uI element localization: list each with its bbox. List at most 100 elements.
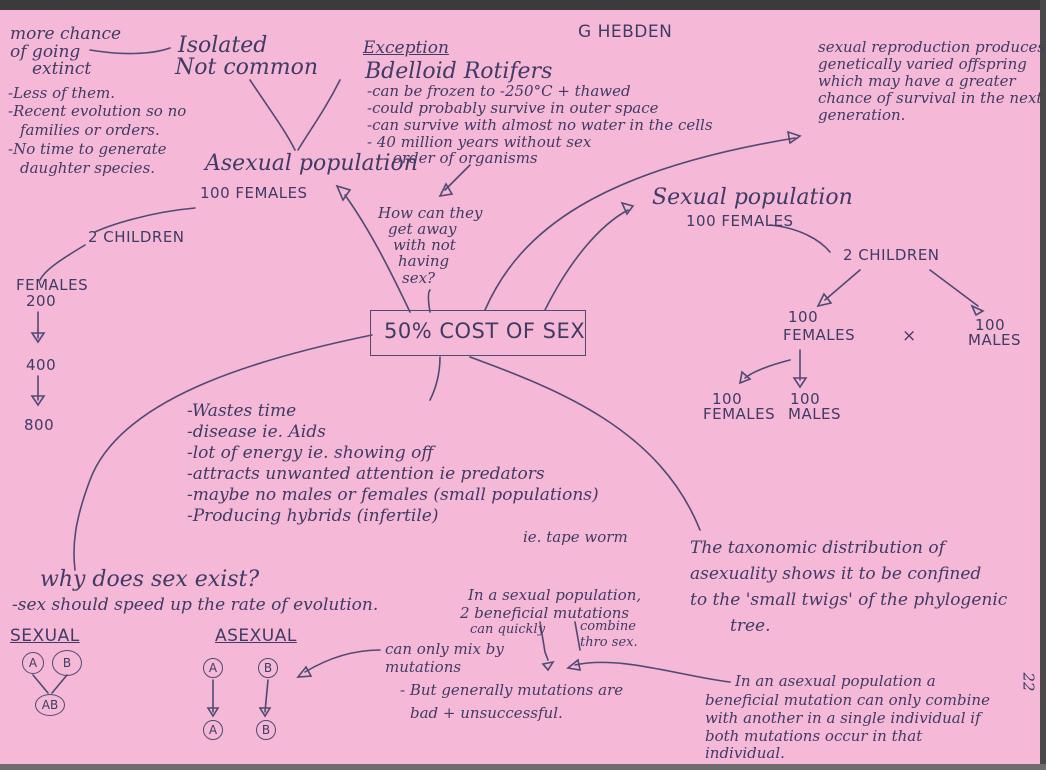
sexual-2-children: 2 CHILDREN: [843, 246, 940, 264]
extinct-reason-4: -No time to generate: [8, 140, 167, 158]
rotifers-name: Bdelloid Rotifers: [365, 59, 553, 84]
asexual-mix-line-3: - But generally mutations are: [400, 681, 624, 699]
asexual-diagram-label: ASEXUAL: [215, 626, 297, 646]
asexual-b-down: [264, 679, 269, 713]
asexual-2-children: 2 CHILDREN: [88, 228, 185, 246]
bracket-combine: [539, 621, 549, 661]
connector-center-question: [427, 289, 431, 313]
sexual-diagram-label: SEXUAL: [10, 626, 80, 646]
sexual-b-to-ab: [51, 674, 68, 694]
why-sex-question: why does sex exist?: [40, 567, 260, 592]
connector-extinct-isolated: [89, 47, 171, 55]
asexual-allele-b-bottom: B: [256, 720, 276, 740]
card-bottom-edge: [0, 764, 1046, 770]
asexual-allele-a-top: A: [203, 658, 223, 678]
extinct-reason-2: -Recent evolution so no: [8, 102, 187, 120]
connector-isolated-asexual: [249, 79, 296, 151]
f2-males-100: 100: [790, 390, 821, 408]
connector-mix-asexual: [304, 649, 381, 673]
rotifer-point-5: - order of organisms: [383, 149, 538, 167]
sexual-combine-line-2: 2 beneficial mutations: [460, 604, 630, 622]
sexual-combine-thro-sex: thro sex.: [580, 635, 638, 650]
sexual-allele-a: A: [22, 652, 44, 674]
arrowhead-asexual-combine: [566, 658, 582, 671]
connector-center-asexual: [344, 194, 411, 313]
cost-item-3: -lot of energy ie. showing off: [187, 443, 434, 463]
why-sex-answer: -sex should speed up the rate of evoluti…: [12, 595, 379, 615]
arrowhead-question: [438, 182, 454, 198]
asexual-combine-line-4: both mutations occur in that: [705, 727, 923, 745]
connector-asexual-combine: [574, 661, 731, 683]
benefit-line-5: generation.: [818, 106, 906, 124]
connector-exception-question: [444, 164, 471, 191]
arrowhead-m2: [792, 377, 808, 389]
card-top-edge: [0, 0, 1046, 10]
connector-center-benefit: [484, 137, 796, 311]
connector-females100-f2: [744, 359, 791, 379]
asexual-combine-line-1: In an asexual population a: [735, 672, 936, 690]
extinct-reason-3: families or orders.: [20, 121, 160, 139]
arrowhead-combine: [541, 660, 555, 672]
f2-females-label: FEMALES: [703, 405, 776, 423]
asexual-combine-line-3: with another in a single individual if: [705, 709, 981, 727]
asexual-mix-line-4: bad + unsuccessful.: [410, 704, 563, 722]
sexual-combine-quickly: can quickly: [470, 622, 546, 637]
extinct-reason-1: -Less of them.: [8, 84, 115, 102]
connector-sexual-children: [769, 224, 831, 253]
author-label: G HEBDEN: [578, 22, 673, 42]
more-chance-line-3: extinct: [32, 59, 92, 79]
asexual-combine-line-2: beneficial mutation can only combine: [705, 691, 990, 709]
sexual-females-100: 100: [788, 308, 819, 326]
cost-item-4: -attracts unwanted attention ie predator…: [187, 464, 545, 484]
sexual-100-females: 100 FEMALES: [686, 212, 794, 230]
asexual-mix-line-2: mutations: [385, 658, 462, 676]
connector-children-males100: [929, 269, 979, 307]
taxonomic-line-2: asexuality shows it to be confined: [690, 564, 982, 584]
question-line-1: How can they: [378, 204, 483, 222]
asexual-allele-a-bottom: A: [203, 720, 223, 740]
asexual-400: 400: [26, 356, 57, 374]
bracket-combine-2: [574, 621, 581, 651]
asexual-100-females: 100 FEMALES: [200, 184, 308, 202]
f2-females-100: 100: [712, 390, 743, 408]
connector-center-costs: [429, 356, 441, 401]
question-line-4: having: [398, 252, 450, 270]
connector-center-taxonomic: [469, 356, 701, 531]
taxonomic-line-4: tree.: [730, 616, 771, 636]
asexual-200: 200: [26, 292, 57, 310]
arrowhead-f2: [738, 370, 752, 385]
taxonomic-line-3: to the 'small twigs' of the phylogenic: [690, 590, 1008, 610]
rotifer-point-3: -can survive with almost no water in the…: [367, 116, 713, 134]
cost-item-5: -maybe no males or females (small popula…: [187, 485, 599, 505]
asexual-a-arrowhead: [206, 707, 220, 718]
asexual-mix-line-1: can only mix by: [385, 640, 504, 658]
benefit-line-1: sexual reproduction produces: [818, 38, 1046, 56]
taxonomic-line-1: The taxonomic distribution of: [690, 538, 945, 558]
sexual-combine-line-1: In a sexual population,: [468, 586, 642, 604]
extinct-reason-5: daughter species.: [20, 159, 156, 177]
arrowhead-400-800: [30, 395, 46, 407]
f2-males-label: MALES: [788, 405, 842, 423]
not-common-text: Not common: [175, 55, 319, 80]
page-number: 22: [1019, 672, 1038, 692]
central-topic-label: 50% COST OF SEX: [384, 319, 586, 343]
benefit-line-2: genetically varied offspring: [818, 55, 1027, 73]
asexual-combine-line-5: individual.: [705, 744, 785, 762]
asexual-b-arrowhead: [258, 707, 272, 718]
question-line-2: get away: [388, 220, 457, 238]
arrowhead-benefit: [786, 130, 802, 145]
asexual-females-label: FEMALES: [16, 276, 89, 294]
cost-item-1: -Wastes time: [187, 401, 297, 421]
sexual-population-title: Sexual population: [652, 185, 853, 210]
asexual-800: 800: [24, 416, 55, 434]
arrowhead-males100: [970, 304, 985, 317]
tapeworm-note: ie. tape worm: [523, 528, 628, 546]
sexual-males-100: 100: [975, 316, 1006, 334]
isolated-text: Isolated: [178, 33, 268, 58]
arrowhead-mix: [296, 665, 313, 678]
arrowhead-females100: [816, 292, 833, 308]
question-line-5: sex?: [402, 269, 436, 287]
